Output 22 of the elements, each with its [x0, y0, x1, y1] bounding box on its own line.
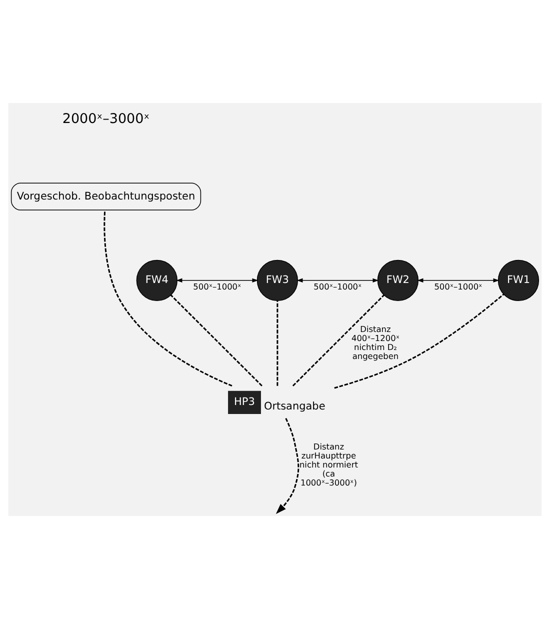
arrow — [417, 278, 500, 282]
edge-label: 500ˣ–1000ˣ — [434, 280, 482, 291]
arrow — [296, 278, 379, 282]
node-circle: FW2 — [377, 259, 419, 300]
node-circle: FW4 — [136, 259, 178, 300]
arrow — [276, 417, 300, 514]
node-box: HP3 — [228, 390, 261, 414]
edge-label: Distanz 400ˣ–1200ˣ nichtim D₂ angegeben — [351, 323, 400, 360]
connector — [104, 210, 232, 386]
node-box: Vorgeschob. Beobachtungsposten — [10, 182, 202, 210]
connector — [334, 293, 504, 388]
edge-label: Distanz zurHaupttrpe nicht normiert (ca 1000ˣ–3000ˣ) — [299, 440, 358, 487]
node-label: Ortsangabe — [264, 400, 326, 412]
connector — [292, 294, 385, 386]
connector — [170, 294, 262, 386]
edge-label: 500ˣ–1000ˣ — [193, 280, 242, 291]
node-circle: FW1 — [498, 259, 540, 300]
arrow — [176, 278, 258, 282]
connector — [276, 300, 278, 386]
label: 2000ˣ–3000ˣ — [62, 110, 150, 126]
node-circle: FW3 — [256, 259, 298, 300]
edge-label: 500ˣ–1000ˣ — [314, 280, 362, 291]
